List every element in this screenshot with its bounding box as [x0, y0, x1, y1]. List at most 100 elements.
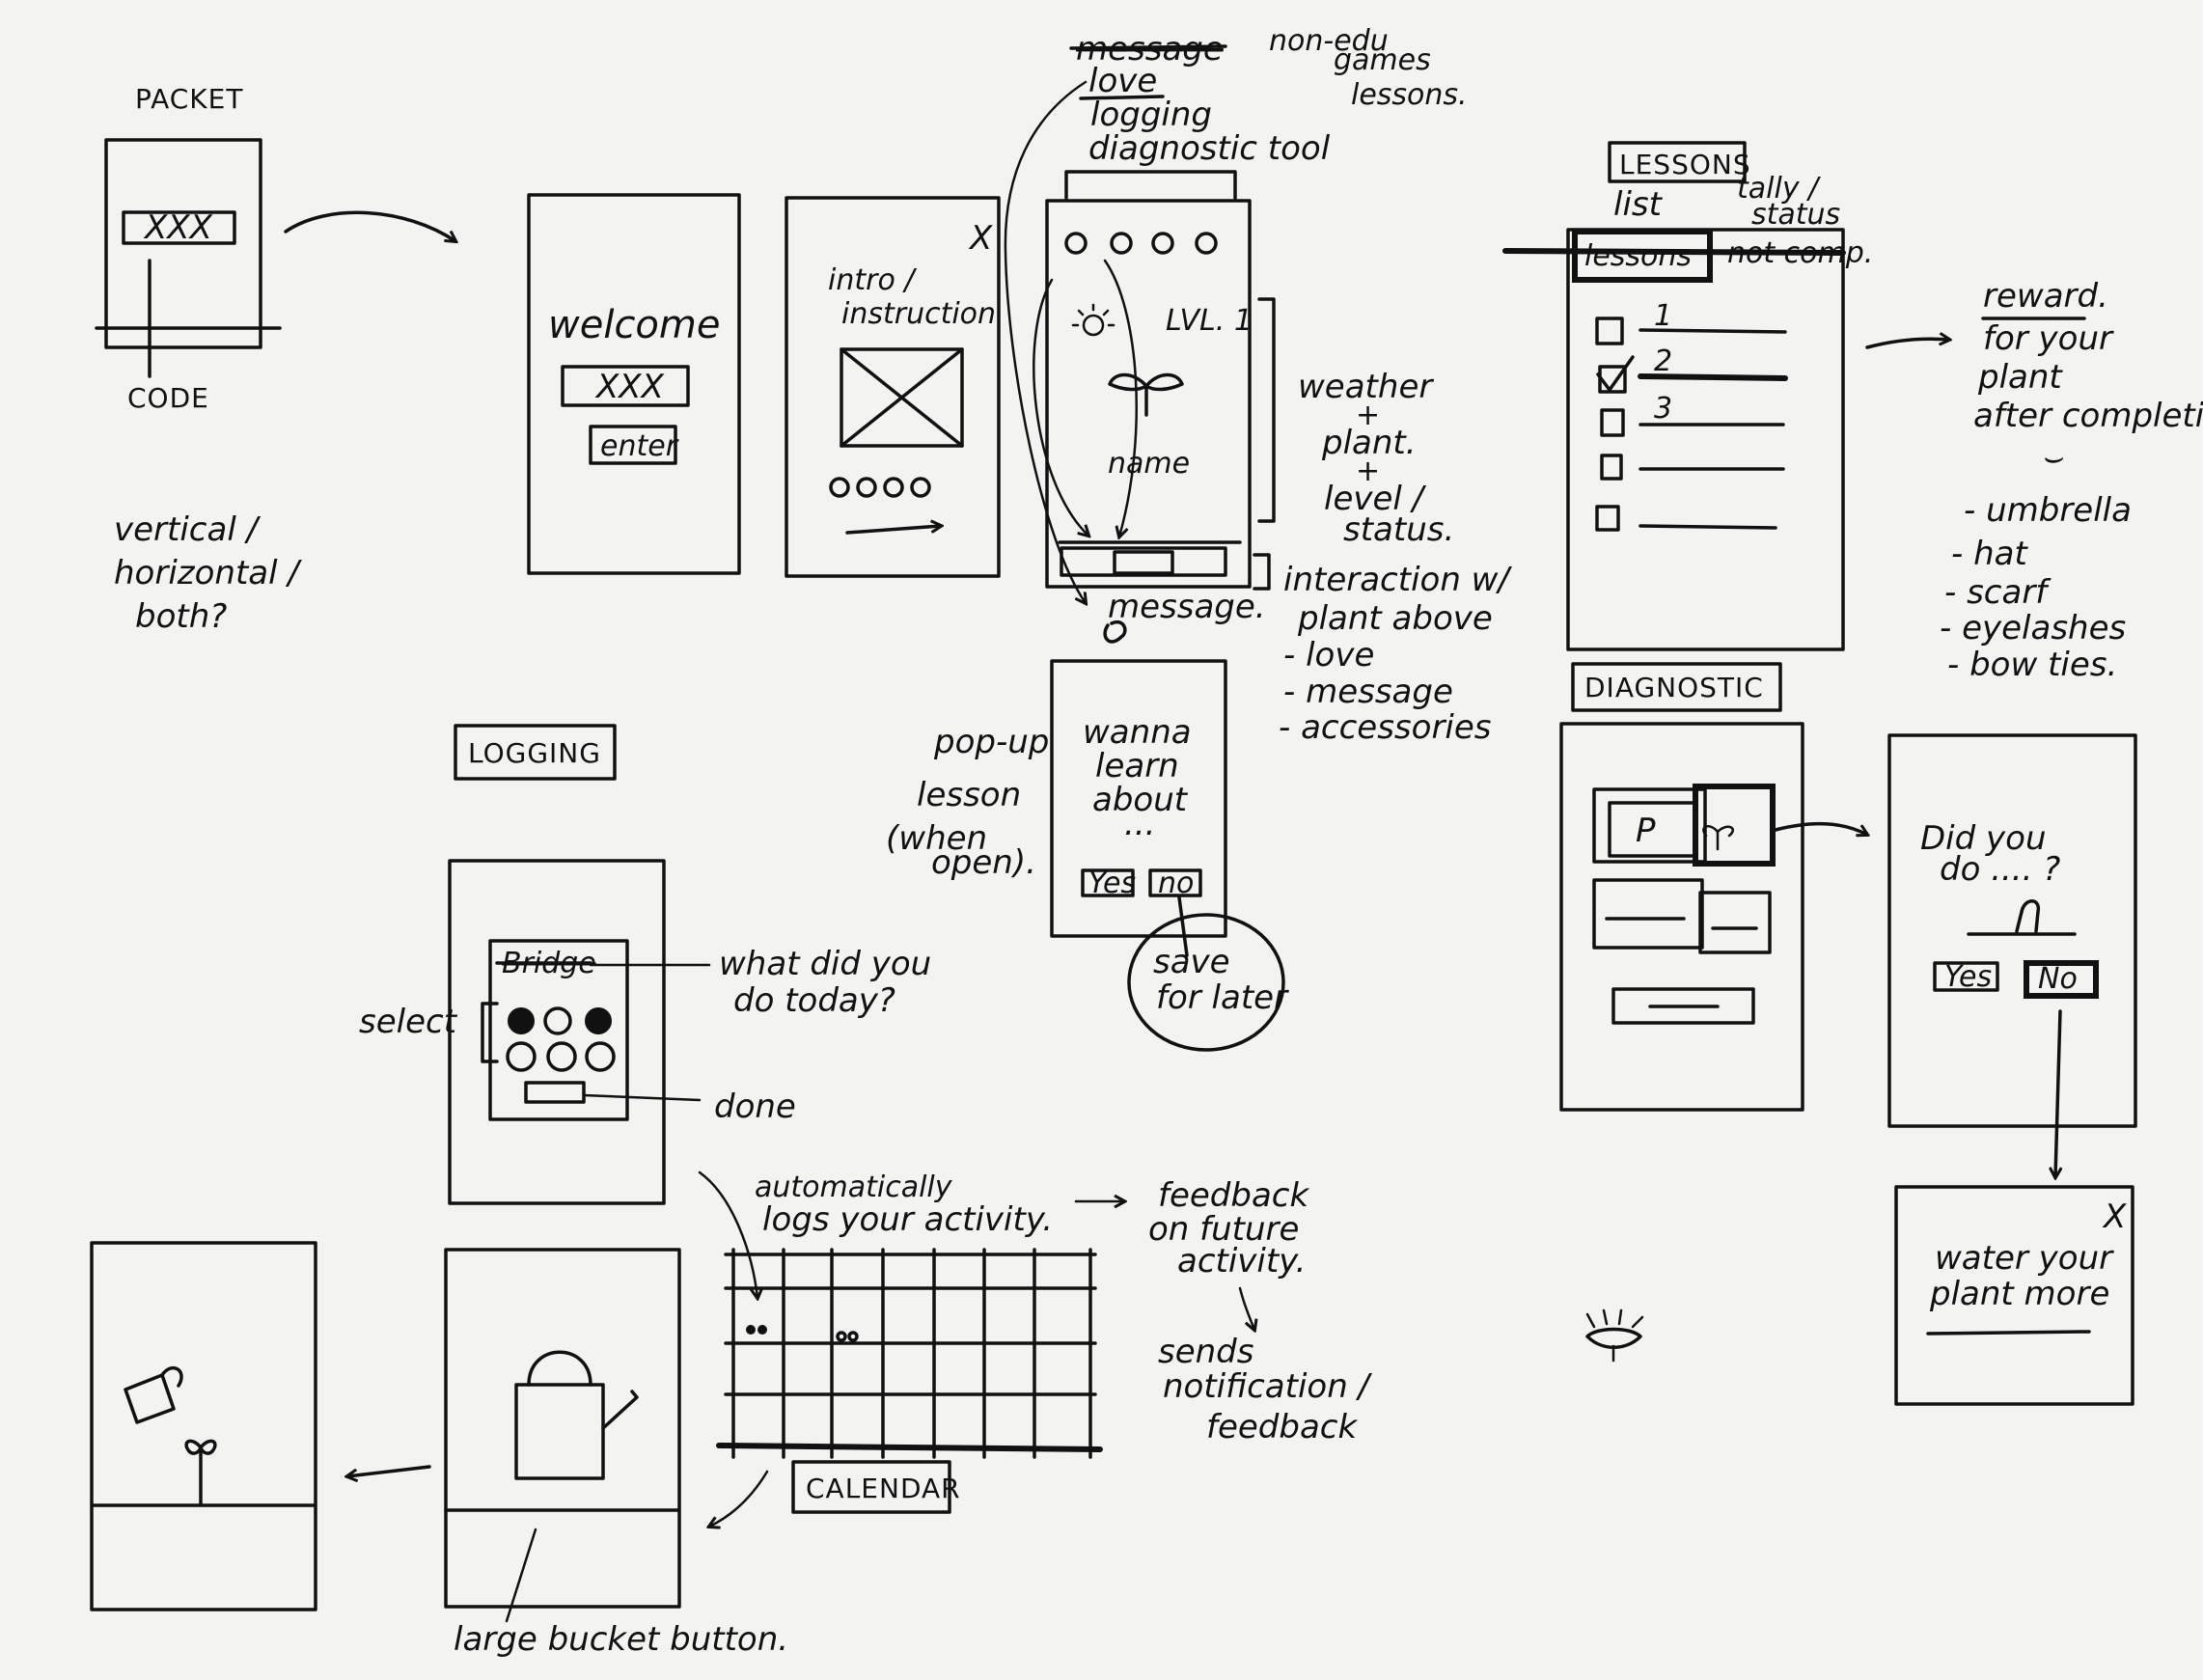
home-diagnostic-arrow	[1103, 259, 1138, 537]
lesson-checkbox-5[interactable]	[1595, 505, 1620, 532]
calendar-auto-arrow	[698, 1170, 757, 1298]
logging-option-6[interactable]	[585, 1041, 616, 1072]
lesson-checkbox-1[interactable]	[1595, 317, 1624, 345]
popup-side-note-4: open).	[931, 843, 1036, 882]
sprout-icon	[1108, 372, 1184, 417]
intro-page-dot-1[interactable]	[829, 477, 850, 498]
logging-done-button[interactable]	[524, 1081, 586, 1104]
calendar-sends-note-1: sends	[1158, 1333, 1253, 1371]
diagnostic-tile-1[interactable]	[1592, 787, 1707, 864]
lesson-line-5	[1638, 524, 1777, 530]
logging-title: LOGGING	[468, 737, 601, 769]
reward-title: reward.	[1983, 277, 2108, 316]
heart-icon	[1103, 620, 1127, 644]
home-message-label: message.	[1108, 588, 1266, 626]
calendar-auto-note-1: automatically	[755, 1170, 953, 1204]
diagnostic-screen: DIAGNOSTIC P Did you do .... ? Yes No X …	[1559, 662, 2137, 1406]
home-nav-dot-2[interactable]	[1110, 232, 1133, 255]
intro-page-dot-3[interactable]	[883, 477, 904, 498]
welcome-enter-label: enter	[600, 429, 679, 463]
home-interaction-bracket	[1253, 553, 1271, 591]
home-interaction-note-5: - accessories	[1279, 708, 1492, 747]
diagnostic-tile-2[interactable]	[1693, 784, 1776, 867]
diagnostic-question-frame	[1887, 733, 2137, 1128]
diagnostic-title-box	[1571, 662, 1782, 712]
home-weather-note-4: +	[1356, 454, 1380, 488]
diagnostic-no-arrow	[2055, 1009, 2060, 1177]
popup-yes-button[interactable]	[1081, 868, 1135, 897]
logging-frame	[448, 859, 666, 1205]
logging-option-2[interactable]	[543, 1006, 572, 1035]
diagnostic-submit-button[interactable]	[1611, 987, 1755, 1025]
packet-code-label: CODE	[127, 382, 209, 414]
diagnostic-to-question-arrow	[1774, 821, 1867, 835]
intro-page-dot-2[interactable]	[856, 477, 877, 498]
lesson-checkbox-4[interactable]	[1600, 454, 1623, 481]
popup-save-note-1: save	[1153, 943, 1230, 981]
watering-can-icon[interactable]	[514, 1350, 639, 1480]
feedback-text-2: plant more	[1929, 1275, 2109, 1313]
reward-text-3: after completing	[1973, 397, 2203, 435]
popup-save-bubble	[1127, 913, 1285, 1052]
reward-text-1: for your	[1983, 319, 2114, 358]
plant-eyelashes-icon	[1585, 1308, 1644, 1363]
popup-prompt-3: about	[1092, 781, 1189, 819]
feedback-popup-frame	[1894, 1185, 2134, 1406]
home-weather-note-1: weather	[1298, 368, 1434, 406]
home-frame	[1045, 199, 1252, 589]
bucket-to-result-arrow	[347, 1465, 431, 1476]
checkmark-icon	[1596, 355, 1635, 392]
diagnostic-title: DIAGNOSTIC	[1584, 672, 1764, 703]
logging-option-3[interactable]	[585, 1007, 612, 1034]
welcome-enter-button[interactable]	[589, 425, 677, 465]
home-interaction-note-4: - message	[1283, 673, 1453, 711]
home-nav-dot-4[interactable]	[1195, 232, 1218, 255]
welcome-code-field[interactable]	[561, 365, 690, 407]
logging-option-1[interactable]	[508, 1007, 535, 1034]
calendar-grid[interactable]	[716, 1248, 1103, 1459]
diagnostic-tile-3[interactable]	[1592, 878, 1704, 950]
calendar-title-box	[791, 1460, 951, 1514]
intro-page-dot-4[interactable]	[910, 477, 931, 498]
welcome-frame	[527, 193, 741, 575]
watering-can-tilted-icon	[124, 1365, 183, 1424]
sprout-icon	[1702, 824, 1734, 851]
lessons-tab-left[interactable]	[1572, 229, 1713, 283]
accessory-item-3: - scarf	[1944, 573, 2052, 612]
diagnostic-frame	[1559, 722, 1804, 1112]
logging-option-5[interactable]	[546, 1041, 577, 1072]
intro-close-mark[interactable]: X	[968, 219, 993, 258]
diagnostic-yes-button[interactable]	[1933, 961, 1999, 992]
home-interaction-button[interactable]	[1113, 550, 1174, 575]
popup-save-pointer	[1177, 895, 1189, 957]
calendar-title: CALENDAR	[806, 1473, 961, 1504]
popup-no-button[interactable]	[1148, 868, 1202, 897]
popup-no-label: no	[1158, 867, 1194, 900]
diagnostic-tile-4[interactable]	[1698, 891, 1772, 954]
popup-frame	[1050, 659, 1227, 938]
welcome-code-value: XXX	[594, 368, 665, 406]
home-nav-dot-1[interactable]	[1064, 232, 1088, 255]
home-note-diagnostic: diagnostic tool	[1088, 129, 1331, 168]
welcome-screen: welcome XXX enter	[527, 193, 741, 575]
home-nav-dot-3[interactable]	[1151, 232, 1174, 255]
accessory-item-2: - hat	[1951, 535, 2028, 573]
feedback-close-mark[interactable]: X	[2102, 1198, 2127, 1236]
packet-code-box	[122, 210, 236, 245]
lesson-number-1: 1	[1654, 299, 1672, 333]
lessons-tab-right-label[interactable]: not comp.	[1727, 236, 1873, 270]
logging-option-4[interactable]	[506, 1041, 537, 1072]
home-interaction-bar[interactable]	[1060, 546, 1227, 577]
lessons-subtitle: list	[1613, 185, 1664, 224]
watering-result-frame	[90, 1241, 317, 1611]
calendar-sends-note-3: feedback	[1206, 1408, 1358, 1446]
packet-title: PACKET	[135, 83, 243, 115]
popup-lesson-screen: pop-up lesson (when open). wanna learn a…	[886, 659, 1289, 1052]
logging-screen: LOGGING Bridge what did you do today? se…	[359, 724, 931, 1205]
lesson-line-2	[1638, 373, 1788, 381]
lesson-checkbox-3[interactable]	[1600, 408, 1625, 437]
accessory-item-4: - eyelashes	[1940, 609, 2126, 647]
intro-next-arrow[interactable]	[845, 526, 941, 535]
diagnostic-no-button[interactable]	[2024, 960, 2099, 999]
home-love-arrow	[1004, 80, 1086, 603]
